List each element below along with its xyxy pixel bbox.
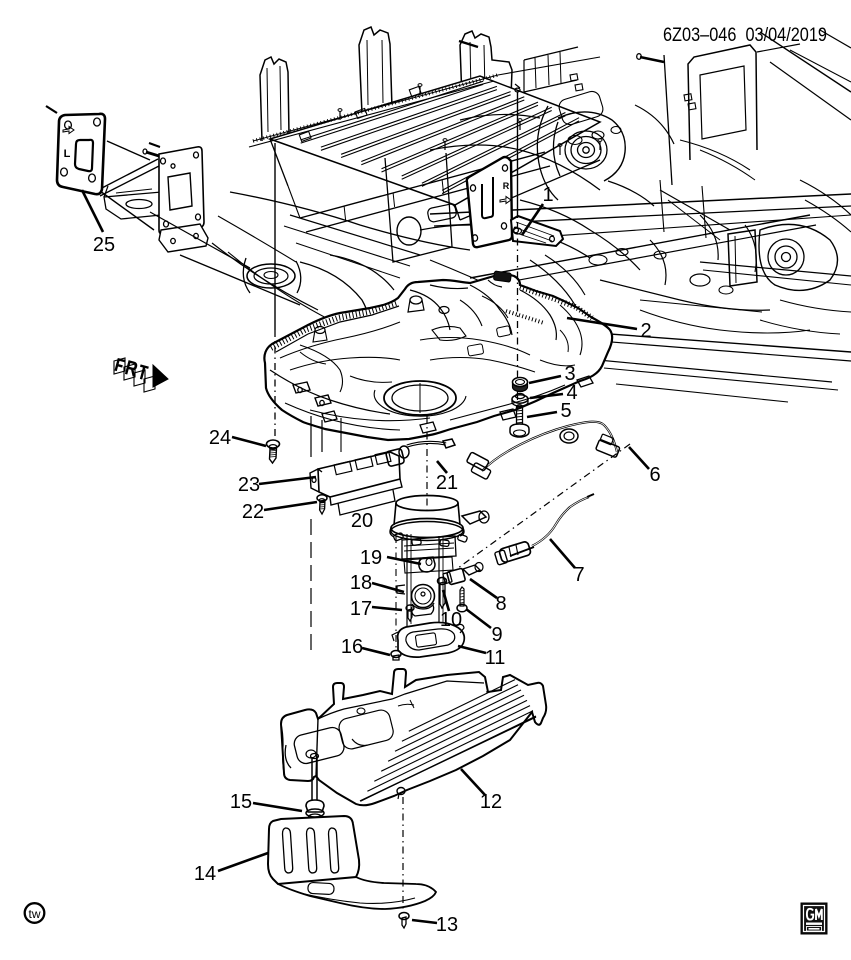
- svg-text:R: R: [503, 181, 510, 191]
- svg-text:19: 19: [360, 547, 382, 569]
- svg-text:9: 9: [491, 624, 502, 646]
- svg-text:25: 25: [93, 234, 115, 256]
- svg-text:12: 12: [480, 791, 502, 813]
- svg-text:3: 3: [564, 363, 575, 385]
- svg-text:1: 1: [542, 184, 553, 206]
- svg-text:2: 2: [640, 320, 651, 342]
- svg-text:10: 10: [440, 609, 462, 631]
- svg-text:21: 21: [436, 472, 458, 494]
- svg-text:tw: tw: [29, 907, 41, 921]
- svg-text:16: 16: [341, 636, 363, 658]
- svg-text:7: 7: [573, 564, 584, 586]
- svg-text:5: 5: [560, 400, 571, 422]
- svg-text:24: 24: [209, 427, 231, 449]
- svg-text:6: 6: [649, 464, 660, 486]
- svg-text:22: 22: [242, 501, 264, 523]
- svg-text:8: 8: [495, 593, 506, 615]
- svg-text:11: 11: [485, 647, 506, 669]
- svg-text:13: 13: [436, 914, 458, 936]
- svg-text:15: 15: [230, 791, 252, 813]
- svg-text:17: 17: [350, 598, 372, 620]
- svg-text:6Z03–046 03/04/2019: 6Z03–046 03/04/2019: [663, 24, 827, 46]
- svg-text:L: L: [64, 148, 71, 160]
- svg-text:18: 18: [350, 572, 372, 594]
- svg-text:4: 4: [566, 382, 577, 404]
- svg-text:14: 14: [194, 863, 216, 885]
- svg-text:23: 23: [238, 474, 260, 496]
- svg-text:20: 20: [351, 510, 373, 532]
